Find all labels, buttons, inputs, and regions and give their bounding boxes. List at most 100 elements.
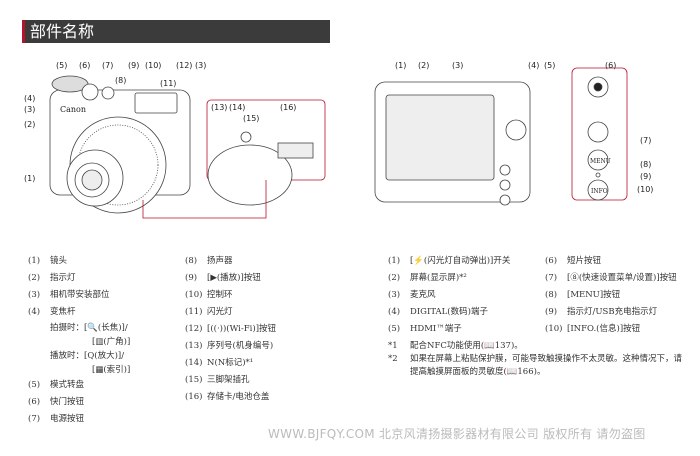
item-number: *2 <box>388 354 398 364</box>
footnotes: *1 配合NFC功能使用(📖137)。 *2 如果在屏幕上粘贴保护膜，可能导致触摸操… <box>388 340 688 379</box>
callout-label: (12) <box>176 61 192 70</box>
callout-label: (2) <box>24 120 35 129</box>
info-button-glyph: INFO <box>591 188 608 195</box>
item-number: (6) <box>28 397 41 407</box>
callout-label: (6) <box>605 61 616 70</box>
item-number: (14) <box>185 358 203 368</box>
callout-label: (9) <box>640 172 651 181</box>
item-label: 部件名称 <box>30 22 95 41</box>
item-label: 如果在屏幕上粘贴保护膜，可能导致触摸操作不太灵敏。这种情况下，请提高触摸屏面板的… <box>410 354 683 377</box>
item-label: [((·))(Wi-Fi)]按钮 <box>207 324 277 334</box>
menu-button-glyph: MENU <box>590 158 611 165</box>
list-item: (8)[MENU]按钮 <box>545 287 677 304</box>
callout-label: (8) <box>640 160 651 169</box>
section-title: 部件名称 <box>22 20 330 43</box>
item-number: (7) <box>28 414 41 424</box>
list-item: (7) 电源按钮 <box>28 411 130 428</box>
zoom-sub-item: [▥(广角)] <box>92 337 131 347</box>
list-item: (6)短片按钮 <box>545 253 677 270</box>
item-number: *1 <box>388 341 398 351</box>
callout-label: (16) <box>280 103 296 112</box>
item-number: (10) <box>545 324 563 334</box>
item-label: HDMI™端子 <box>410 324 462 334</box>
item-label: 模式转盘 <box>50 380 85 390</box>
item-number: (5) <box>388 324 401 334</box>
list-item: (10)控制环 <box>185 287 276 304</box>
zoom-sub-item: 拍摄时：[🔍(长焦)]/ <box>50 323 128 333</box>
item-label: [⚡(闪光灯自动弹出)]开关 <box>410 256 511 266</box>
callout-label: (9) <box>128 61 139 70</box>
item-label: 控制环 <box>207 290 233 300</box>
watermark: WWW.BJFQY.COM 北京风清扬摄影器材有限公司 版权所有 请勿盗图 <box>268 427 646 441</box>
item-label: 配合NFC功能使用(📖137)。 <box>410 341 523 351</box>
item-label: DIGITAL(数码)端子 <box>410 307 488 317</box>
item-label: 镜头 <box>50 256 68 266</box>
item-number: (3) <box>28 290 41 300</box>
callout-label: (3) <box>24 105 35 114</box>
list-item: (3)麦克风 <box>388 287 510 304</box>
front-callouts: (5)(6) (7)(9) (10)(12) (3)(8) (11)(4) (3… <box>24 61 296 183</box>
item-label: [MENU]按钮 <box>567 290 621 300</box>
item-number: (1) <box>28 256 41 266</box>
callout-label: (10) <box>145 61 161 70</box>
item-number: (9) <box>545 307 558 317</box>
item-label: 序列号(机身编号) <box>207 341 274 351</box>
callout-label: (2) <box>418 61 429 70</box>
back-parts-list-2: (6)短片按钮 (7)[⑧(快速设置菜单/设置)]按钮 (8)[MENU]按钮 … <box>545 253 677 338</box>
list-item: (15) 三脚架插孔 <box>185 372 276 389</box>
callout-label: (8) <box>115 76 126 85</box>
list-item: (14) N(N标记)*¹ <box>185 355 276 372</box>
list-item: (5)模式转盘 <box>28 377 130 394</box>
list-item: (16)存储卡/电池仓盖 <box>185 389 276 406</box>
callout-label: (15) <box>243 114 259 123</box>
callout-label: (1) <box>395 61 406 70</box>
list-item: (9) 指示灯/USB充电指示灯 <box>545 304 677 321</box>
list-item: (1) 镜头 <box>28 253 130 270</box>
item-label: 电源按钮 <box>50 414 85 424</box>
callout-label: (11) <box>160 79 176 88</box>
item-label: [INFO.(信息)]按钮 <box>567 324 641 334</box>
callout-label: (7) <box>102 61 113 70</box>
list-item: (6) 快门按钮 <box>28 394 130 411</box>
callout-label: (4) <box>528 61 539 70</box>
list-item: (13) 序列号(机身编号) <box>185 338 276 355</box>
bottom-detail-illustration <box>142 99 326 219</box>
list-item: (11)闪光灯 <box>185 304 276 321</box>
list-item: (4)变焦杆 <box>28 304 130 321</box>
item-label: N(N标记)*¹ <box>207 358 254 368</box>
list-item: (4) DIGITAL(数码)端子 <box>388 304 510 321</box>
callout-label: (3) <box>452 61 463 70</box>
item-number: (8) <box>185 256 198 266</box>
item-number: (4) <box>388 307 401 317</box>
item-label: 指示灯/USB充电指示灯 <box>567 307 658 317</box>
list-item: (10) [INFO.(信息)]按钮 <box>545 321 677 338</box>
item-label: [▶(播放)]按钮 <box>207 273 261 283</box>
item-label: 指示灯 <box>50 273 76 283</box>
item-number: (15) <box>185 375 203 385</box>
item-label: 短片按钮 <box>567 256 602 266</box>
list-item: (9)[▶(播放)]按钮 <box>185 270 276 287</box>
front-parts-list-2: (8)扬声器 (9)[▶(播放)]按钮 (10)控制环 (11)闪光灯 (12)… <box>185 253 276 406</box>
item-label: 三脚架插孔 <box>207 375 250 385</box>
item-number: (4) <box>28 307 41 317</box>
item-number: (1) <box>388 256 401 266</box>
list-item: (12) [((·))(Wi-Fi)]按钮 <box>185 321 276 338</box>
callout-label: (1) <box>24 174 35 183</box>
list-item: (2)指示灯 <box>28 270 130 287</box>
back-camera-illustration: MENU INFO <box>374 67 628 206</box>
item-label: 屏幕(显示屏)*² <box>410 273 467 283</box>
callout-label: (6) <box>79 61 90 70</box>
back-callouts: (1)(2) (3)(4) (5)(6) (7)(8) (9)(10) <box>395 61 653 194</box>
item-label: 闪光灯 <box>207 307 233 317</box>
item-number: (12) <box>185 324 203 334</box>
list-item: (5) HDMI™端子 <box>388 321 510 338</box>
item-number: (13) <box>185 341 203 351</box>
list-item: (2)屏幕(显示屏)*² <box>388 270 510 287</box>
list-item: (1) [⚡(闪光灯自动弹出)]开关 <box>388 253 510 270</box>
item-number: (7) <box>545 273 558 283</box>
camera-illustrations: Canon MENU INFO (5)(6) (7)(9) (10)(12) (… <box>24 61 653 219</box>
front-camera-illustration: Canon <box>49 75 191 214</box>
item-label: 快门按钮 <box>50 397 85 407</box>
zoom-sub-item: 播放时：[Q(放大)]/ <box>50 351 125 361</box>
footnote: *1 配合NFC功能使用(📖137)。 <box>388 340 688 353</box>
